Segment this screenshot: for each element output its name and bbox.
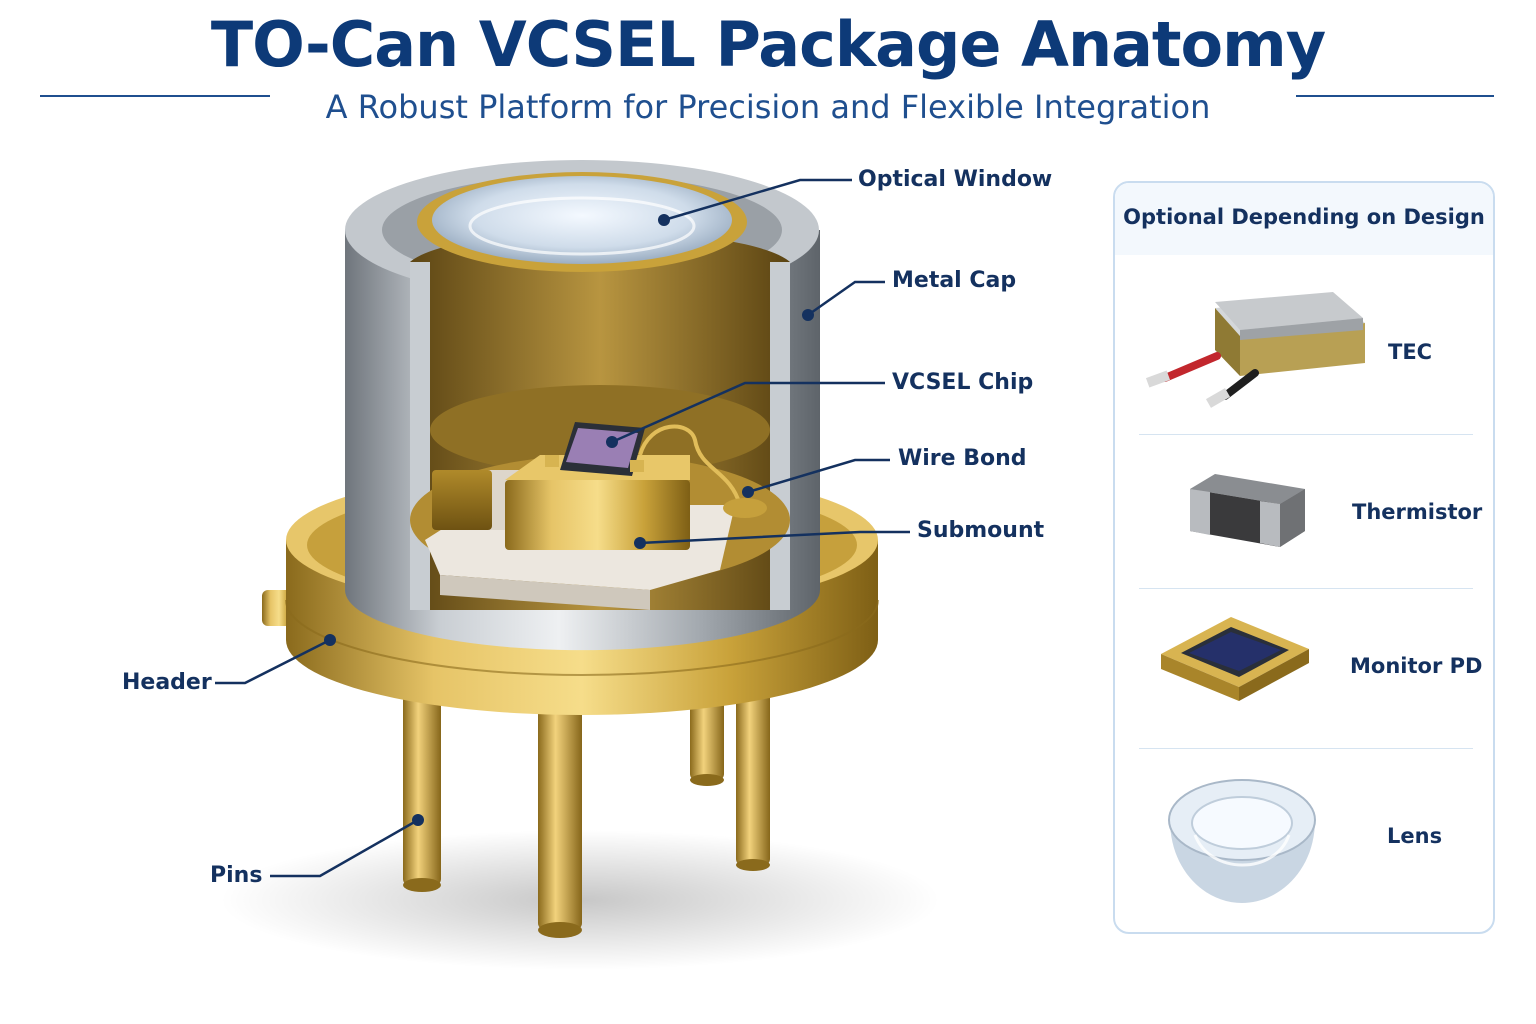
callout-metal-cap: Metal Cap (892, 268, 1017, 293)
leader-vcsel-chip (611, 381, 885, 444)
pin-front (538, 700, 582, 930)
pin-right (736, 690, 770, 865)
callout-pins: Pins (210, 863, 263, 888)
callout-optical-window: Optical Window (858, 167, 1053, 192)
leader-header (215, 638, 331, 685)
panel-header (1115, 183, 1493, 255)
panel-divider-1 (1139, 434, 1473, 435)
callout-submount: Submount (917, 518, 1045, 543)
page-title: TO-Can VCSEL Package Anatomy (210, 8, 1326, 81)
optional-item-label-tec: TEC (1388, 340, 1433, 364)
optional-item-label-thermistor: Thermistor (1352, 500, 1483, 524)
title-rule-left (40, 95, 270, 97)
leader-pins (270, 818, 419, 878)
leader-wire-bond (747, 458, 890, 494)
leader-lines (215, 178, 910, 878)
wire-bond (638, 424, 742, 506)
optional-item-label-lens: Lens (1387, 824, 1443, 848)
pin-left (403, 690, 441, 885)
leader-optical-window (663, 178, 852, 222)
lens-icon (1168, 779, 1316, 903)
pin-back (690, 690, 724, 780)
submount (425, 455, 735, 610)
pins (403, 690, 770, 938)
monitor-pd-icon (1161, 617, 1309, 701)
to-can-package-illustration (215, 160, 940, 970)
callout-wire-bond: Wire Bond (898, 446, 1027, 471)
optional-components-panel: Optional Depending on Design TEC Thermis… (1113, 181, 1495, 934)
submount-gold-block (505, 480, 690, 550)
tec-icon (1145, 292, 1365, 408)
callout-header: Header (122, 670, 212, 695)
panel-divider-3 (1139, 748, 1473, 749)
subtitle: A Robust Platform for Precision and Flex… (325, 88, 1211, 126)
optical-window (417, 172, 747, 272)
leader-metal-cap (807, 280, 885, 317)
optional-item-label-monitor-pd: Monitor PD (1350, 654, 1483, 678)
leader-submount (639, 530, 910, 545)
thermistor-icon (1190, 474, 1305, 547)
panel-title: Optional Depending on Design (1123, 205, 1485, 229)
title-rule-right (1296, 95, 1494, 97)
panel-divider-2 (1139, 588, 1473, 589)
callout-vcsel-chip: VCSEL Chip (892, 370, 1034, 395)
leader-dots (324, 214, 814, 826)
